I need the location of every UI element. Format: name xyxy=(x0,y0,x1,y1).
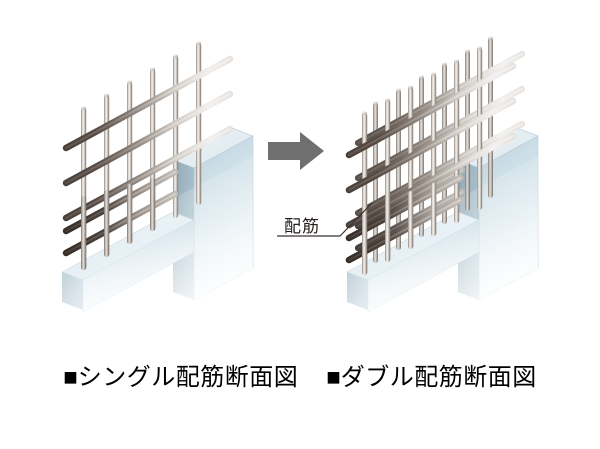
rebar-callout-label: 配筋 xyxy=(284,217,320,236)
vertical-rebar-front-overlap-left xyxy=(81,178,156,270)
vertical-rebar-front-overlap-right xyxy=(362,185,437,275)
concrete-wall-right xyxy=(346,127,539,330)
rebar-layer-front-right xyxy=(345,46,517,275)
double-rebar-diagram xyxy=(345,36,539,330)
transition-arrow xyxy=(268,132,324,170)
single-rebar-diagram xyxy=(61,41,254,330)
concrete-wall-left xyxy=(61,127,254,330)
rebar-callout-leader xyxy=(277,202,373,237)
